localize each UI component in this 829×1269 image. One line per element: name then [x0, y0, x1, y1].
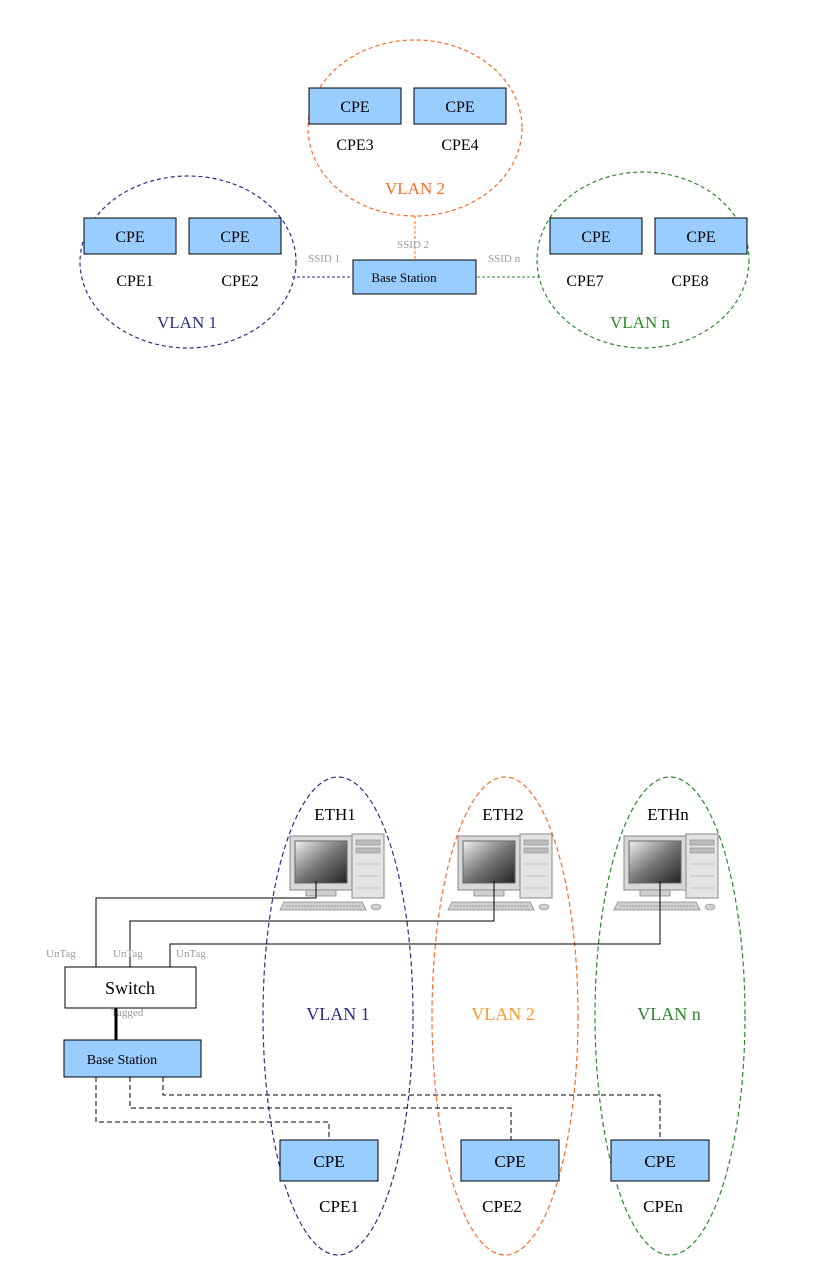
top-cpe-7: CPE [550, 218, 642, 254]
svg-text:CPE: CPE [220, 229, 249, 246]
svg-text:CPE: CPE [494, 1152, 525, 1171]
top-cpe-8: CPE [655, 218, 747, 254]
untag-label-n: UnTag [176, 948, 206, 960]
bottom-cpe2-name: CPE2 [482, 1197, 522, 1216]
ssidn-label: SSID n [488, 253, 521, 265]
svg-text:CPE: CPE [644, 1152, 675, 1171]
top-vlann-label: VLAN n [610, 313, 670, 332]
desktop-computer-icon [614, 834, 718, 910]
ssid2-label: SSID 2 [397, 239, 429, 251]
eth1-label: ETH1 [314, 805, 356, 824]
bottom-base-station-label: Base Station [87, 1053, 157, 1068]
top-cpe7-name: CPE7 [566, 273, 603, 290]
switch-label: Switch [105, 978, 155, 998]
top-cpe-4: CPE [414, 88, 506, 124]
top-base-station-label: Base Station [371, 270, 437, 285]
top-cpe2-name: CPE2 [221, 273, 258, 290]
top-cpe8-name: CPE8 [671, 273, 708, 290]
bottom-cpe1-name: CPE1 [319, 1197, 359, 1216]
top-cpe3-name: CPE3 [336, 137, 373, 154]
untag-link-n [170, 881, 660, 967]
desktop-computer-icon [280, 834, 384, 910]
top-cpe1-name: CPE1 [116, 273, 153, 290]
svg-text:CPE: CPE [313, 1152, 344, 1171]
bottom-cpen-name: CPEn [643, 1197, 683, 1216]
svg-text:CPE: CPE [340, 99, 369, 116]
svg-text:CPE: CPE [115, 229, 144, 246]
bottom-vlann-label: VLAN n [637, 1004, 701, 1024]
svg-text:CPE: CPE [445, 99, 474, 116]
top-cpe-1: CPE [84, 218, 176, 254]
ethn-label: ETHn [647, 805, 689, 824]
top-cpe-2: CPE [189, 218, 281, 254]
untag-label-2: UnTag [113, 948, 143, 960]
top-vlan1-label: VLAN 1 [157, 313, 217, 332]
bottom-vlan1-label: VLAN 1 [306, 1004, 370, 1024]
wireless-link-2 [130, 1077, 511, 1140]
desktop-computer-icon [448, 834, 552, 910]
svg-text:CPE: CPE [686, 229, 715, 246]
svg-text:CPE: CPE [581, 229, 610, 246]
ssid1-label: SSID 1 [308, 253, 340, 265]
top-vlan2-label: VLAN 2 [385, 179, 445, 198]
untag-label-1: UnTag [46, 948, 76, 960]
top-cpe4-name: CPE4 [441, 137, 478, 154]
bottom-cpe-1: CPE [280, 1140, 378, 1181]
bottom-cpe-2: CPE [461, 1140, 559, 1181]
eth2-label: ETH2 [482, 805, 524, 824]
top-cpe-3: CPE [309, 88, 401, 124]
bottom-vlan2-label: VLAN 2 [471, 1004, 535, 1024]
bottom-cpe-n: CPE [611, 1140, 709, 1181]
